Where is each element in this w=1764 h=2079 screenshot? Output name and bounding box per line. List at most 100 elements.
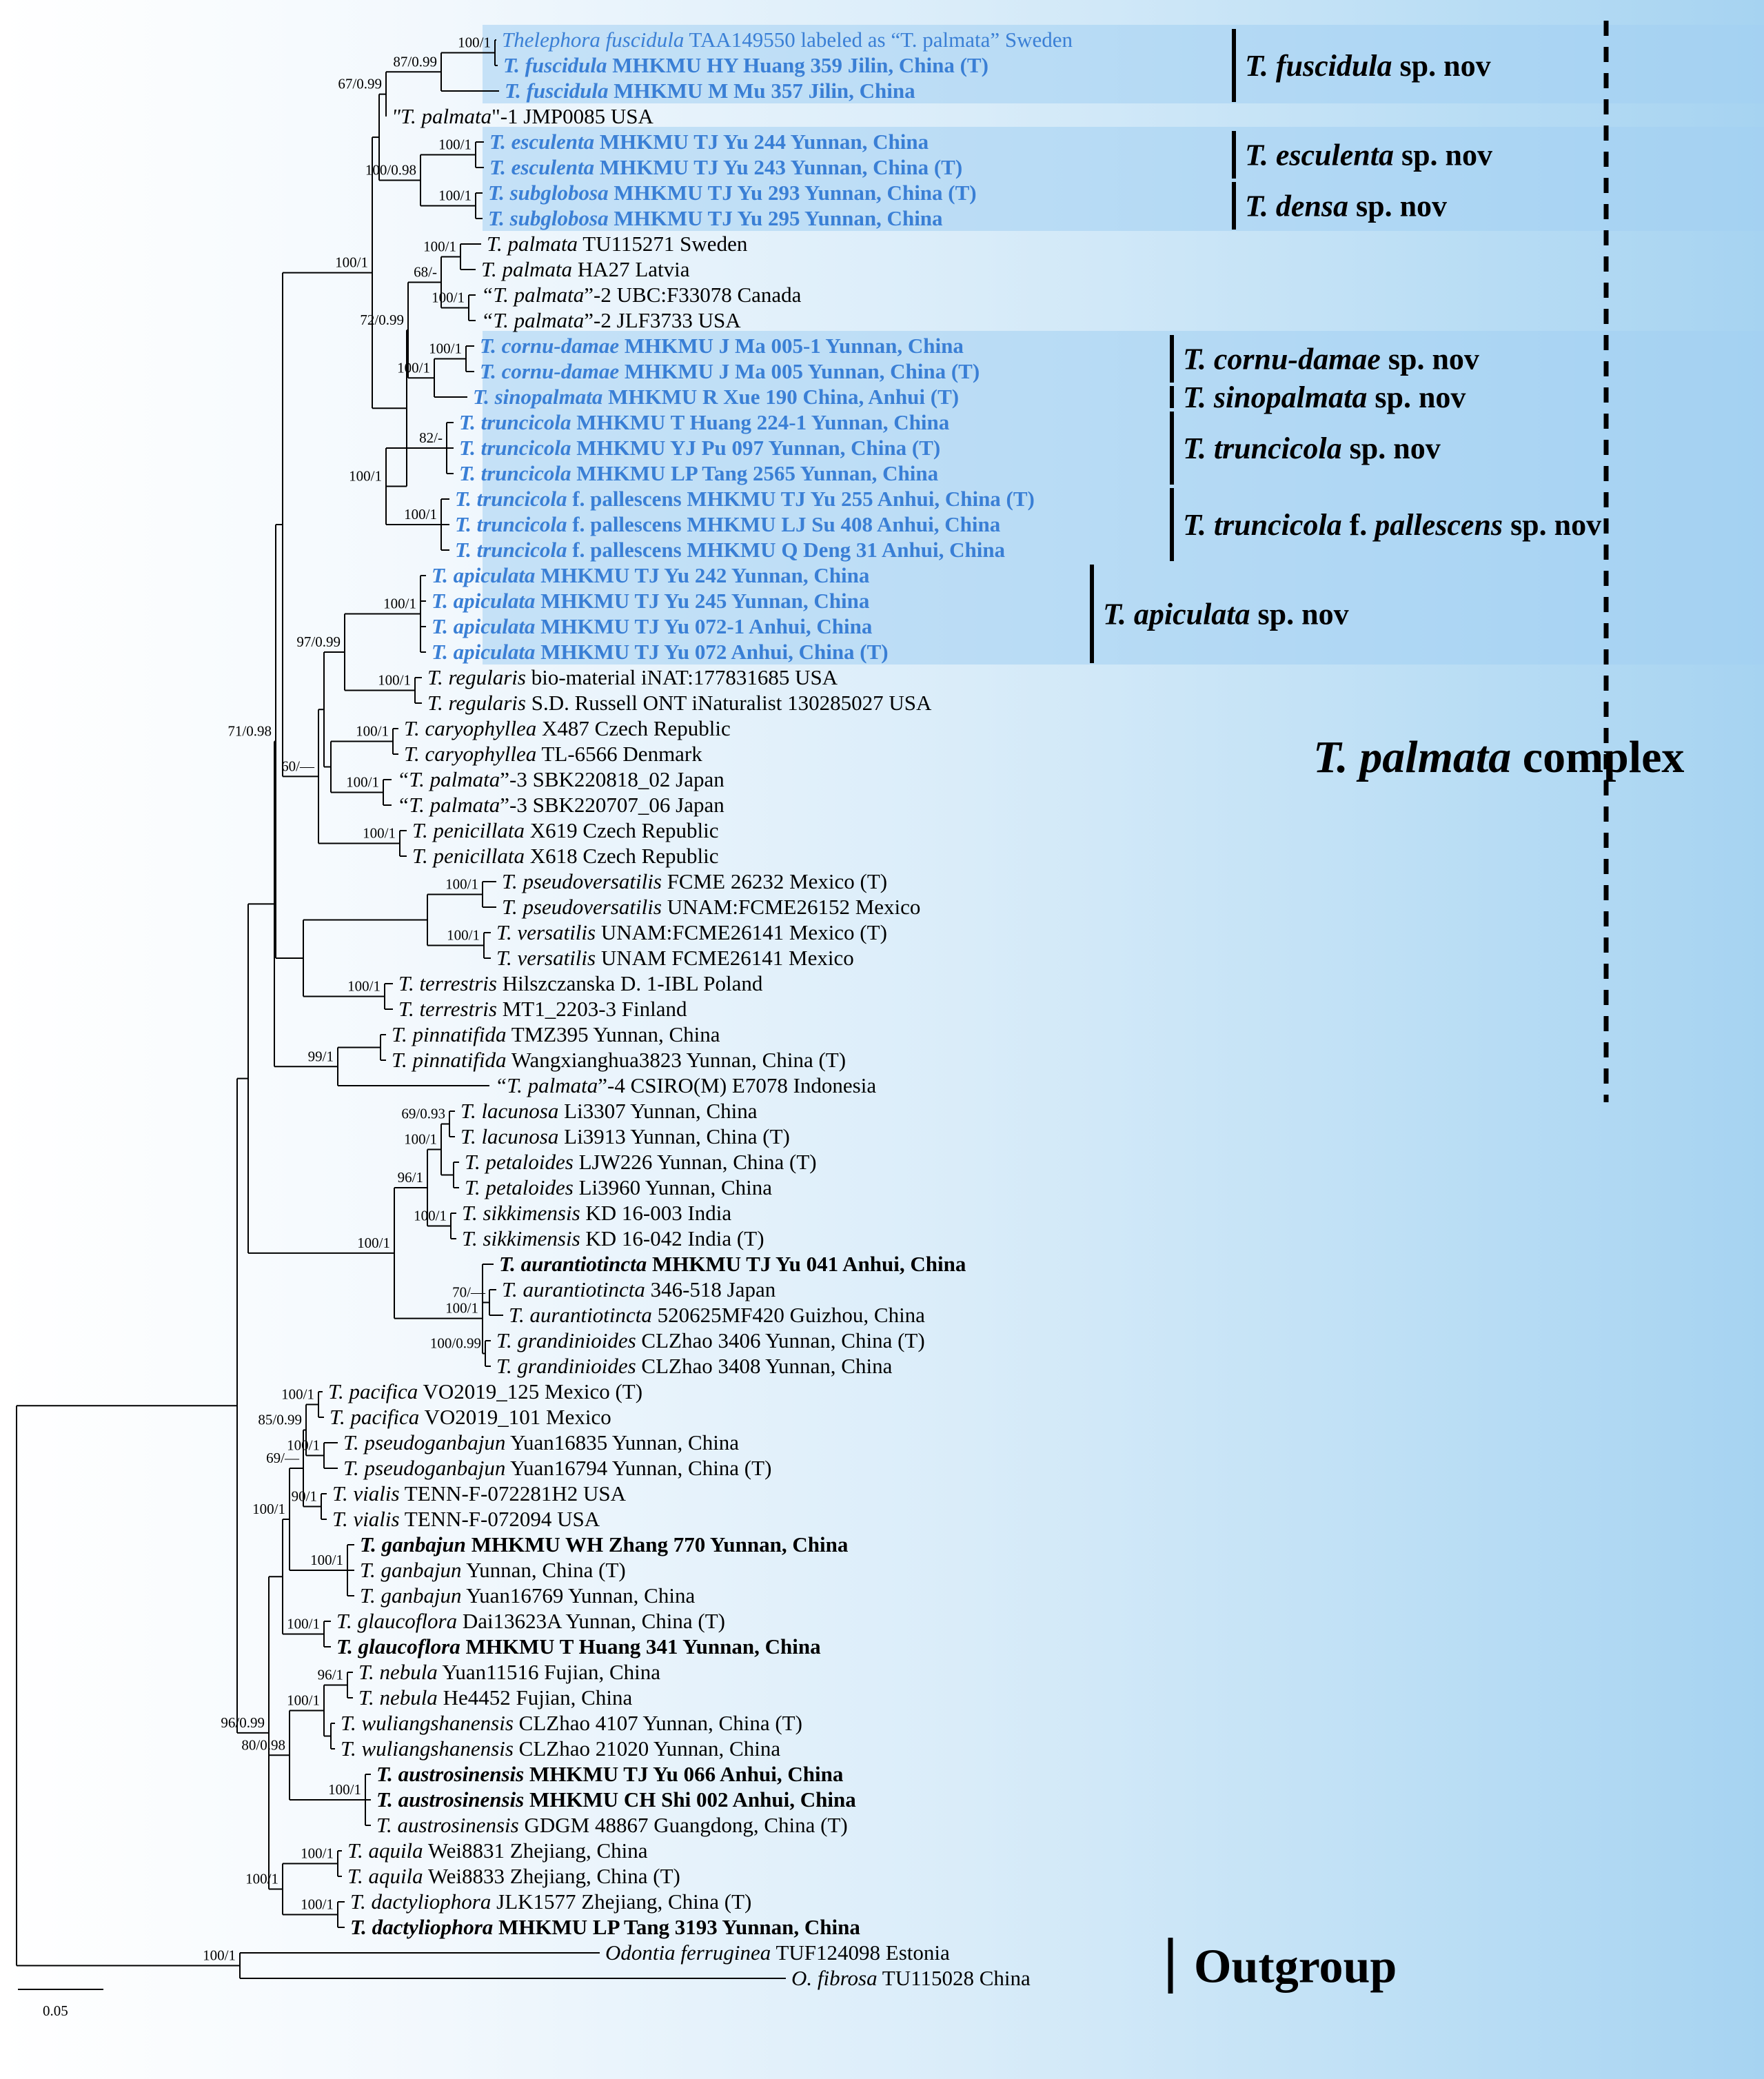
support-value: 100/1 [404, 506, 437, 523]
leaf-voucher: VO2019_101 Mexico [419, 1405, 611, 1429]
leaf-voucher: Hilszczanska D. 1-IBL Poland [497, 971, 763, 995]
clade-rank: sp. nov [1250, 598, 1349, 631]
leaf-taxon: T. caryophyllea [404, 716, 536, 740]
leaf-label: T. terrestris MT1_2203-3 Finland [398, 997, 687, 1021]
clade-label: T. fuscidula sp. nov [1245, 49, 1491, 83]
leaf-label: T. apiculata MHKMU TJ Yu 242 Yunnan, Chi… [432, 563, 870, 587]
leaf-label: T. pinnatifida TMZ395 Yunnan, China [392, 1022, 720, 1046]
leaf-label: T. austrosinensis MHKMU TJ Yu 066 Anhui,… [376, 1762, 844, 1786]
support-value: 68/- [414, 264, 437, 281]
leaf-label: T. penicillata X619 Czech Republic [412, 818, 719, 842]
leaf-voucher: LJW226 Yunnan, China (T) [574, 1150, 817, 1174]
support-value: 90/1 [292, 1488, 317, 1505]
leaf-taxon: T. lacunosa [460, 1124, 558, 1148]
leaf-label: “T. palmata”-3 SBK220818_02 Japan [397, 767, 724, 791]
leaf-taxon: T. wuliangshanensis [341, 1736, 514, 1761]
support-value: 100/1 [378, 672, 411, 689]
support-value: 100/1 [287, 1437, 320, 1454]
leaf-taxon: T. terrestris [398, 997, 497, 1021]
leaf-voucher: ”-4 CSIRO(M) E7078 Indonesia [598, 1073, 876, 1097]
support-value: 100/1 [447, 927, 480, 944]
leaf-voucher: Yuan16794 Yunnan, China (T) [505, 1456, 771, 1480]
leaf-voucher: Li3913 Yunnan, China (T) [558, 1124, 790, 1148]
leaf-voucher: bio-material iNAT:177831685 USA [526, 665, 838, 689]
leaf-label: “T. palmata”-4 CSIRO(M) E7078 Indonesia [495, 1073, 876, 1097]
clade-rank: sp. nov [1348, 190, 1447, 223]
highlight-band [483, 127, 1764, 231]
clade-taxon: T. fuscidula [1245, 49, 1392, 83]
leaf-voucher: MHKMU M Mu 357 Jilin, China [608, 79, 915, 103]
leaf-taxon: T. austrosinensis [376, 1762, 524, 1786]
leaf-label: T. terrestris Hilszczanska D. 1-IBL Pola… [398, 971, 763, 995]
clade-label: T. cornu-damae sp. nov [1183, 343, 1479, 376]
leaf-label: T. pacifica VO2019_125 Mexico (T) [328, 1379, 642, 1403]
leaf-label: T. aurantiotincta 520625MF420 Guizhou, C… [509, 1303, 925, 1327]
leaf-taxon: Odontia ferruginea [605, 1940, 771, 1965]
support-value: 96/1 [318, 1667, 343, 1683]
support-value: 100/1 [356, 723, 389, 740]
support-value: 100/1 [287, 1692, 320, 1709]
leaf-voucher: MHKMU LP Tang 2565 Yunnan, China [571, 461, 939, 485]
leaf-taxon: "T. palmata [392, 104, 491, 128]
leaf-voucher: MHKMU TJ Yu 244 Yunnan, China [594, 130, 929, 154]
support-value: 60/— [281, 758, 315, 774]
leaf-label: T. truncicola MHKMU YJ Pu 097 Yunnan, Ch… [459, 436, 940, 460]
support-value: 100/1 [438, 136, 472, 153]
leaf-label: T. nebula Yuan11516 Fujian, China [358, 1660, 660, 1684]
leaf-voucher: MHKMU TJ Yu 243 Yunnan, China (T) [594, 155, 962, 179]
leaf-label: T. dactyliophora MHKMU LP Tang 3193 Yunn… [350, 1915, 860, 1939]
leaf-voucher: ”-3 SBK220707_06 Japan [500, 793, 724, 817]
leaf-label: “T. palmata”-2 JLF3733 USA [481, 308, 741, 332]
leaf-label: T. palmata HA27 Latvia [481, 257, 690, 281]
leaf-taxon: T. pacifica [328, 1379, 418, 1403]
leaf-taxon: T. subglobosa [488, 206, 609, 230]
leaf-voucher: CLZhao 3406 Yunnan, China (T) [636, 1328, 925, 1352]
support-value: 70/— [452, 1284, 486, 1301]
leaf-voucher: f. pallescens MHKMU LJ Su 408 Anhui, Chi… [567, 512, 1001, 536]
support-value: 100/1 [328, 1781, 361, 1798]
leaf-taxon: T. truncicola [459, 436, 571, 460]
support-value: 100/1 [349, 468, 382, 485]
leaf-taxon: T. cornu-damae [480, 334, 619, 358]
leaf-taxon: “T. palmata [397, 767, 500, 791]
leaf-taxon: T. aurantiotincta [509, 1303, 652, 1327]
leaf-voucher: TUF124098 Estonia [771, 1940, 950, 1965]
highlight-band [483, 25, 1764, 103]
leaf-label: T. ganbajun MHKMU WH Zhang 770 Yunnan, C… [360, 1532, 849, 1556]
scale-bar-label: 0.05 [43, 2002, 68, 2019]
leaf-voucher: MHKMU T Huang 224-1 Yunnan, China [571, 410, 950, 434]
clade-label: T. sinopalmata sp. nov [1183, 381, 1466, 414]
leaf-label: T. dactyliophora JLK1577 Zhejiang, China… [350, 1889, 751, 1914]
leaf-taxon: “T. palmata [481, 308, 584, 332]
support-value: 100/1 [414, 1208, 447, 1224]
support-value: 100/1 [301, 1845, 334, 1862]
leaf-taxon: T. aurantiotincta [499, 1252, 647, 1276]
support-value: 96/1 [398, 1169, 423, 1186]
leaf-taxon: T. truncicola [459, 410, 571, 434]
leaf-taxon: T. terrestris [398, 971, 497, 995]
leaf-voucher: MHKMU R Xue 190 China, Anhui (T) [602, 385, 959, 409]
leaf-taxon: T. ganbajun [360, 1583, 462, 1608]
leaf-taxon: T. versatilis [496, 946, 596, 970]
leaf-label: T. pseudoversatilis UNAM:FCME26152 Mexic… [502, 895, 920, 919]
leaf-voucher: MHKMU TJ Yu 295 Yunnan, China [609, 206, 943, 230]
leaf-label: T. lacunosa Li3307 Yunnan, China [460, 1099, 758, 1123]
leaf-voucher: TMZ395 Yunnan, China [507, 1022, 720, 1046]
leaf-voucher: JLK1577 Zhejiang, China (T) [491, 1889, 751, 1914]
leaf-label: T. vialis TENN-F-072281H2 USA [332, 1481, 627, 1505]
clade-label: T. esculenta sp. nov [1245, 139, 1492, 172]
complex-word: complex [1511, 732, 1684, 782]
leaf-label: T. petaloides Li3960 Yunnan, China [465, 1175, 772, 1199]
leaf-voucher: 520625MF420 Guizhou, China [652, 1303, 925, 1327]
leaf-label: "T. palmata"-1 JMP0085 USA [392, 104, 654, 128]
leaf-label: T. nebula He4452 Fujian, China [358, 1685, 632, 1710]
leaf-taxon: T. fuscidula [505, 79, 608, 103]
clade-taxon: T. apiculata [1103, 598, 1250, 631]
support-value: 97/0.99 [296, 633, 341, 650]
support-value: 100/1 [397, 359, 430, 376]
leaf-label: T. grandinioides CLZhao 3406 Yunnan, Chi… [496, 1328, 925, 1352]
leaf-taxon: T. truncicola [459, 461, 571, 485]
clade-rank: f. [1342, 508, 1375, 542]
leaf-taxon: T. palmata [487, 232, 578, 256]
